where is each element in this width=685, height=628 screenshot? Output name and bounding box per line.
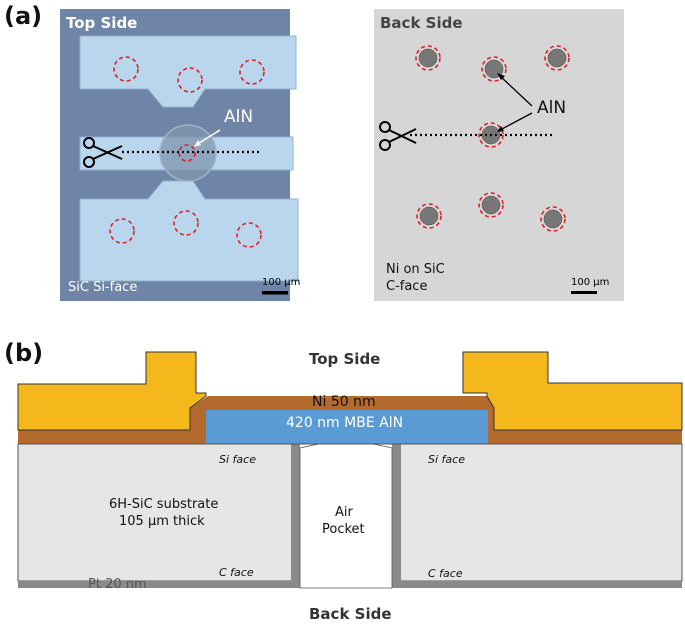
substrate-right: [399, 443, 683, 582]
red-circle: [109, 218, 135, 244]
red-circle: [416, 203, 442, 229]
red-circle: [540, 206, 566, 232]
back-side-title: Back Side: [380, 14, 463, 32]
substrate-label-1: 6H-SiC substrate: [109, 497, 219, 512]
back-side-micrograph: [374, 9, 624, 301]
aln-layer-label: 420 nm MBE AlN: [286, 415, 404, 431]
top-side-drawing: [79, 35, 299, 295]
pt-layer-right: [392, 581, 682, 588]
gold-contact-right: [462, 351, 683, 431]
ni-layer-label: Ni 50 nm: [312, 394, 376, 410]
red-circle: [236, 222, 262, 248]
c-face-left: C face: [219, 566, 254, 579]
red-circle: [113, 56, 139, 82]
lower-pad: [79, 180, 299, 282]
red-circle: [239, 59, 265, 85]
back-scale-bar-line: [571, 291, 597, 294]
aln-arrow: [499, 75, 533, 107]
substrate-label-2: 105 µm thick: [119, 514, 205, 529]
scissors-icon: [379, 121, 417, 151]
aln-arrow-head: [497, 126, 504, 132]
aln-pore: [419, 206, 439, 226]
red-circle: [415, 45, 441, 71]
aln-pore: [543, 209, 563, 229]
aln-arrow-head: [497, 73, 505, 80]
red-circle: [177, 67, 203, 93]
hole-wall-left: [291, 444, 300, 588]
top-side-label: Top Side: [309, 350, 381, 368]
top-aln-label: AlN: [224, 107, 254, 127]
panel-b-label: (b): [4, 339, 44, 367]
gold-contact-left: [17, 351, 207, 431]
si-face-left: Si face: [219, 453, 256, 466]
si-face-right: Si face: [428, 453, 465, 466]
red-circle: [478, 122, 504, 148]
aln-arrow: [195, 129, 221, 146]
aln-pore: [418, 48, 438, 68]
back-caption-line2: C-face: [386, 279, 428, 294]
air-pocket-label-1: Air: [335, 505, 353, 520]
red-circle: [544, 45, 570, 71]
top-scale-bar-line: [262, 291, 288, 294]
top-side-title: Top Side: [66, 14, 138, 32]
red-circle: [478, 192, 504, 218]
aln-pore: [484, 59, 504, 79]
aln-pore: [547, 48, 567, 68]
aln-pore: [481, 195, 501, 215]
pt-layer-left: [18, 581, 300, 588]
back-aln-label: AlN: [537, 98, 567, 118]
aln-arrow-head: [194, 140, 201, 147]
back-side-drawing: [379, 45, 570, 232]
air-pocket-label-2: Pocket: [322, 522, 365, 537]
back-scale-text: 100 µm: [571, 277, 610, 288]
pt-layer-label: Pt 20 nm: [88, 577, 147, 592]
c-face-right: C face: [428, 567, 463, 580]
red-circle: [481, 56, 507, 82]
top-scale-text: 100 µm: [262, 277, 301, 288]
top-side-micrograph: [60, 9, 299, 301]
aln-arrow: [499, 112, 533, 131]
upper-pad: [79, 35, 297, 108]
aln-layer: [206, 410, 488, 444]
top-side-caption: SiC Si-face: [68, 280, 138, 295]
red-circle: [173, 210, 199, 236]
back-caption-line1: Ni on SiC: [386, 262, 445, 277]
back-side-label: Back Side: [309, 605, 392, 623]
scissors-icon: [83, 137, 123, 168]
hole-wall-right: [392, 444, 401, 588]
panel-a-label: (a): [4, 2, 43, 30]
substrate-left: [17, 443, 297, 582]
